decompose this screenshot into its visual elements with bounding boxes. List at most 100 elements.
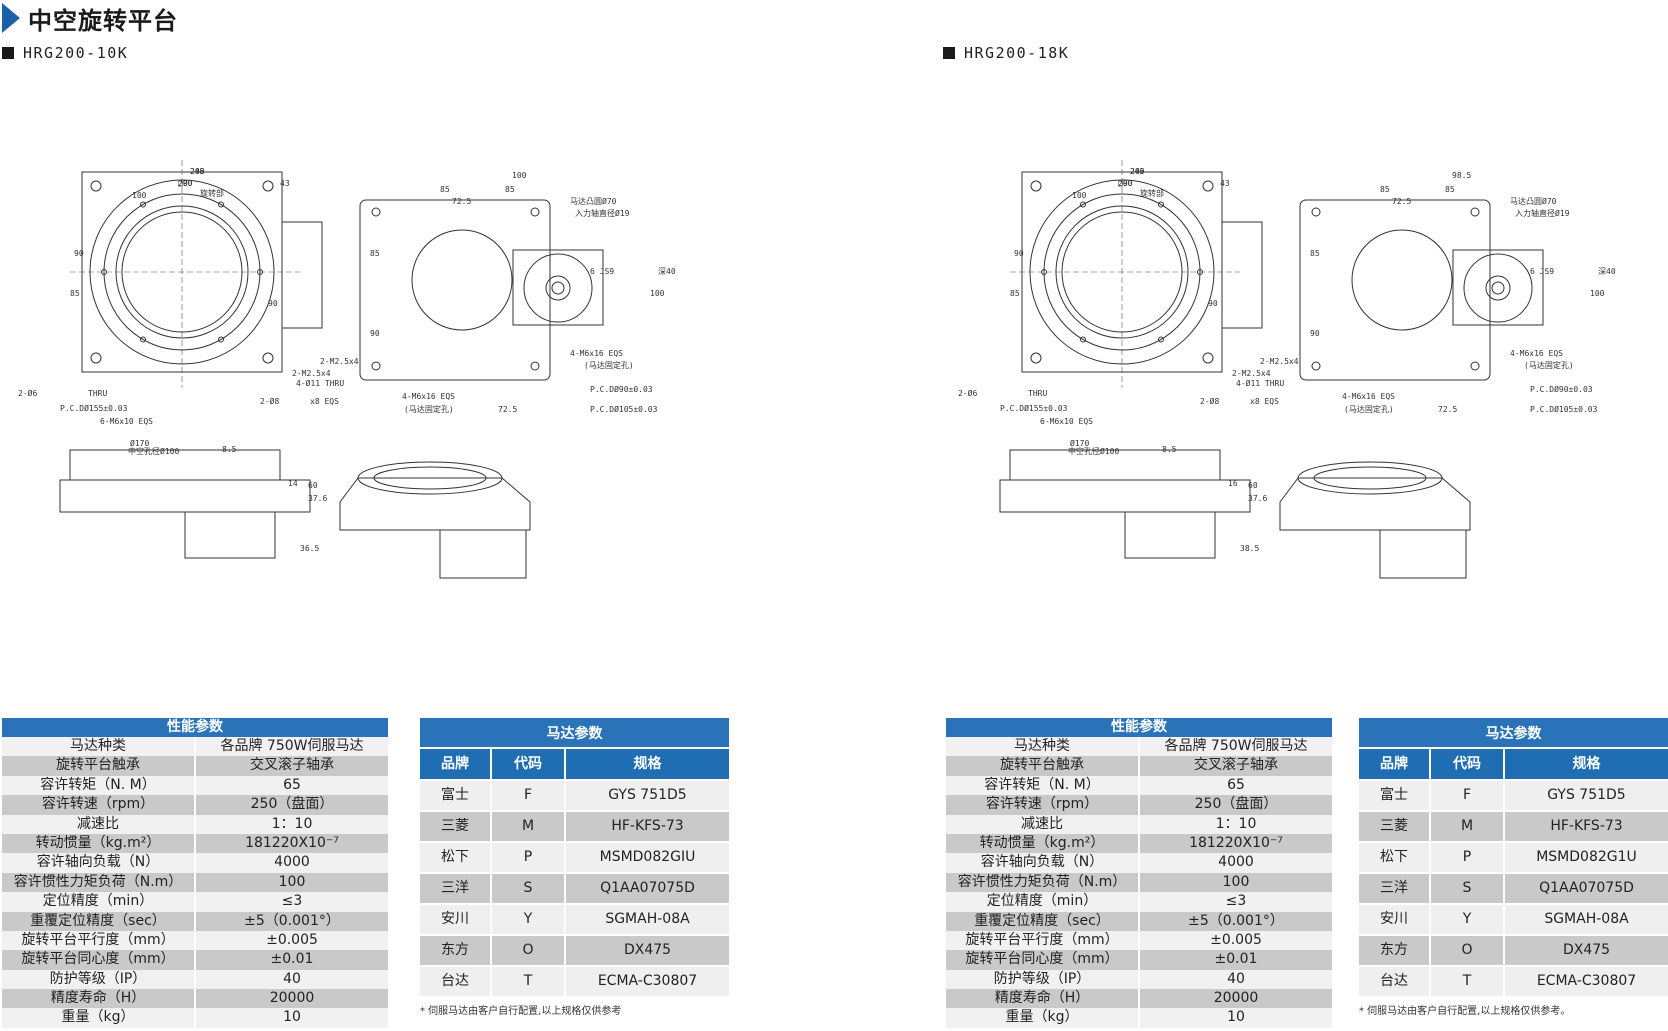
motor-table-title: 马达参数	[420, 718, 729, 747]
motor-pcd	[1463, 253, 1533, 323]
parameter-name: 容许转速（rpm）	[946, 795, 1140, 815]
table-row: 容许轴向负载（N）4000	[2, 853, 388, 873]
dimension-label: 4-M6x16 EQS	[570, 349, 623, 358]
iso-motor	[1379, 529, 1467, 579]
dimension-label: Ø170	[130, 438, 149, 448]
table-row: 旋转平台触承 交叉滚子轴承	[946, 756, 1332, 776]
table-row: 精度寿命（H）20000	[2, 989, 388, 1009]
parameter-value: 交叉滚子轴承	[1194, 757, 1278, 774]
code-cell: T	[1429, 967, 1503, 996]
brand-cell: 松下	[1380, 849, 1408, 865]
bolt-hole	[218, 201, 224, 208]
mount-hole	[1470, 207, 1480, 217]
parameter-name: 容许惯性力矩负荷（N.m）	[2, 872, 196, 893]
parameter-name: 减速比	[2, 814, 196, 834]
dimension-label: (马达固定孔)	[1344, 404, 1394, 414]
parameter-value: ±0.005	[1210, 931, 1262, 948]
motor-shaft	[1485, 275, 1511, 301]
dimension-label: 200	[1118, 179, 1133, 188]
table-row: 容许惯性力矩负荷（N.m）100	[946, 872, 1332, 893]
spec-cell: MSMD082GIU	[564, 843, 729, 872]
dimension-label: 8.5	[1162, 445, 1177, 454]
dimension-label: 85	[1010, 289, 1020, 298]
mount-hole	[371, 207, 381, 217]
dimension-label: 85	[440, 185, 450, 194]
footnote: * 伺服马达由客户自行配置,以上规格仅供参考	[420, 1006, 622, 1017]
dimension-label: 90	[74, 249, 84, 258]
iso-base	[1279, 477, 1471, 531]
parameter-name: 旋转平台触承	[946, 756, 1140, 776]
code-cell: O	[490, 936, 564, 965]
table-row: 旋转平台同心度（mm）±0.01	[946, 950, 1332, 970]
parameter-name: 容许转矩（N. M）	[946, 775, 1140, 796]
spec-cell: HF-KFS-73	[1503, 812, 1668, 841]
parameter-value: 4000	[274, 854, 310, 871]
dimension-label: 中空孔径Ø100	[1068, 446, 1119, 456]
top-view-tab	[1222, 221, 1263, 329]
table-row: 旋转平台同心度（mm）±0.01	[2, 950, 388, 970]
dimension-label: 100	[1072, 191, 1087, 200]
dimension-label: 2-Ø8	[1200, 396, 1219, 406]
code-cell: M	[490, 812, 564, 841]
parameter-value: 1：10	[1215, 815, 1257, 832]
table-row: 转动惯量（kg.m²）181220X10⁻⁷	[946, 833, 1332, 854]
dimension-label: 43	[280, 179, 290, 188]
bolt-hole	[218, 336, 224, 343]
parameter-name: 重量（kg）	[2, 1008, 196, 1028]
triangle-marker-icon	[2, 3, 20, 33]
parameter-name: 旋转平台同心度（mm）	[946, 950, 1140, 970]
spec-cell: HF-KFS-73	[564, 812, 729, 841]
brand-cell: 台达	[441, 973, 469, 989]
dimension-label: □90	[178, 179, 193, 188]
top-view-tab	[282, 221, 323, 329]
code-cell: P	[1429, 843, 1503, 872]
parameter-value: 181220X10⁻⁷	[1189, 834, 1283, 851]
parameter-value: ±0.005	[266, 931, 318, 948]
motor-shaft-core	[551, 281, 565, 295]
dimension-label: P.C.DØ105±0.03	[1530, 404, 1598, 414]
footnote: * 伺服马达由客户自行配置,以上规格仅供参考。	[1359, 1006, 1571, 1017]
dimension-label: 98.5	[1452, 171, 1471, 180]
dimension-label: □90	[1118, 179, 1133, 188]
parameter-value: 250（盘面）	[1194, 796, 1278, 813]
parameter-name: 容许转矩（N. M）	[2, 775, 196, 796]
model-name: HRG200-18K	[964, 44, 1070, 62]
dimension-label: 85	[1380, 185, 1390, 194]
parameter-name: 旋转平台平行度（mm）	[946, 930, 1140, 951]
performance-table-left: 性能参数马达种类各品牌 750W伺服马达旋转平台触承交叉滚子轴承容许转矩（N. …	[2, 718, 388, 1028]
parameter-value: ≤3	[281, 893, 303, 910]
side-view-motor	[1124, 511, 1216, 559]
mount-hole	[1202, 352, 1214, 364]
motor-table-header: 品牌代码规格	[1359, 749, 1668, 779]
mount-hole	[1202, 180, 1214, 192]
code-cell: T	[490, 967, 564, 996]
code-cell: Y	[490, 905, 564, 934]
parameter-name: 定位精度（min）	[2, 892, 196, 912]
parameter-name: 精度寿命（H）	[946, 989, 1140, 1009]
parameter-value: 181220X10⁻⁷	[245, 834, 339, 851]
table-row: 旋转平台平行度（mm） ±0.005	[946, 930, 1332, 951]
bolt-hole	[1080, 201, 1086, 208]
dimension-label: 36.5	[300, 544, 319, 553]
dimension-label: 100	[512, 171, 527, 180]
brand-cell: 东方	[441, 942, 469, 958]
dimension-label: 6 JS9	[590, 267, 614, 276]
dimension-label: 245	[190, 167, 205, 176]
parameter-value: 40	[1227, 970, 1245, 987]
parameter-name: 重量（kg）	[946, 1008, 1140, 1028]
bolt-hole	[1080, 336, 1086, 343]
spec-cell: DX475	[564, 936, 729, 965]
table-row: 容许转速（rpm）250（盘面）	[2, 795, 388, 815]
code-cell: Y	[1429, 905, 1503, 934]
dimension-label: P.C.DØ90±0.03	[1530, 384, 1593, 394]
square-bullet-icon	[943, 47, 955, 59]
parameter-value: ±5（0.001°）	[244, 912, 340, 929]
mount-hole	[90, 180, 102, 192]
motor-table-title: 马达参数	[1359, 718, 1668, 747]
dimension-label: 72.5	[1438, 405, 1457, 414]
